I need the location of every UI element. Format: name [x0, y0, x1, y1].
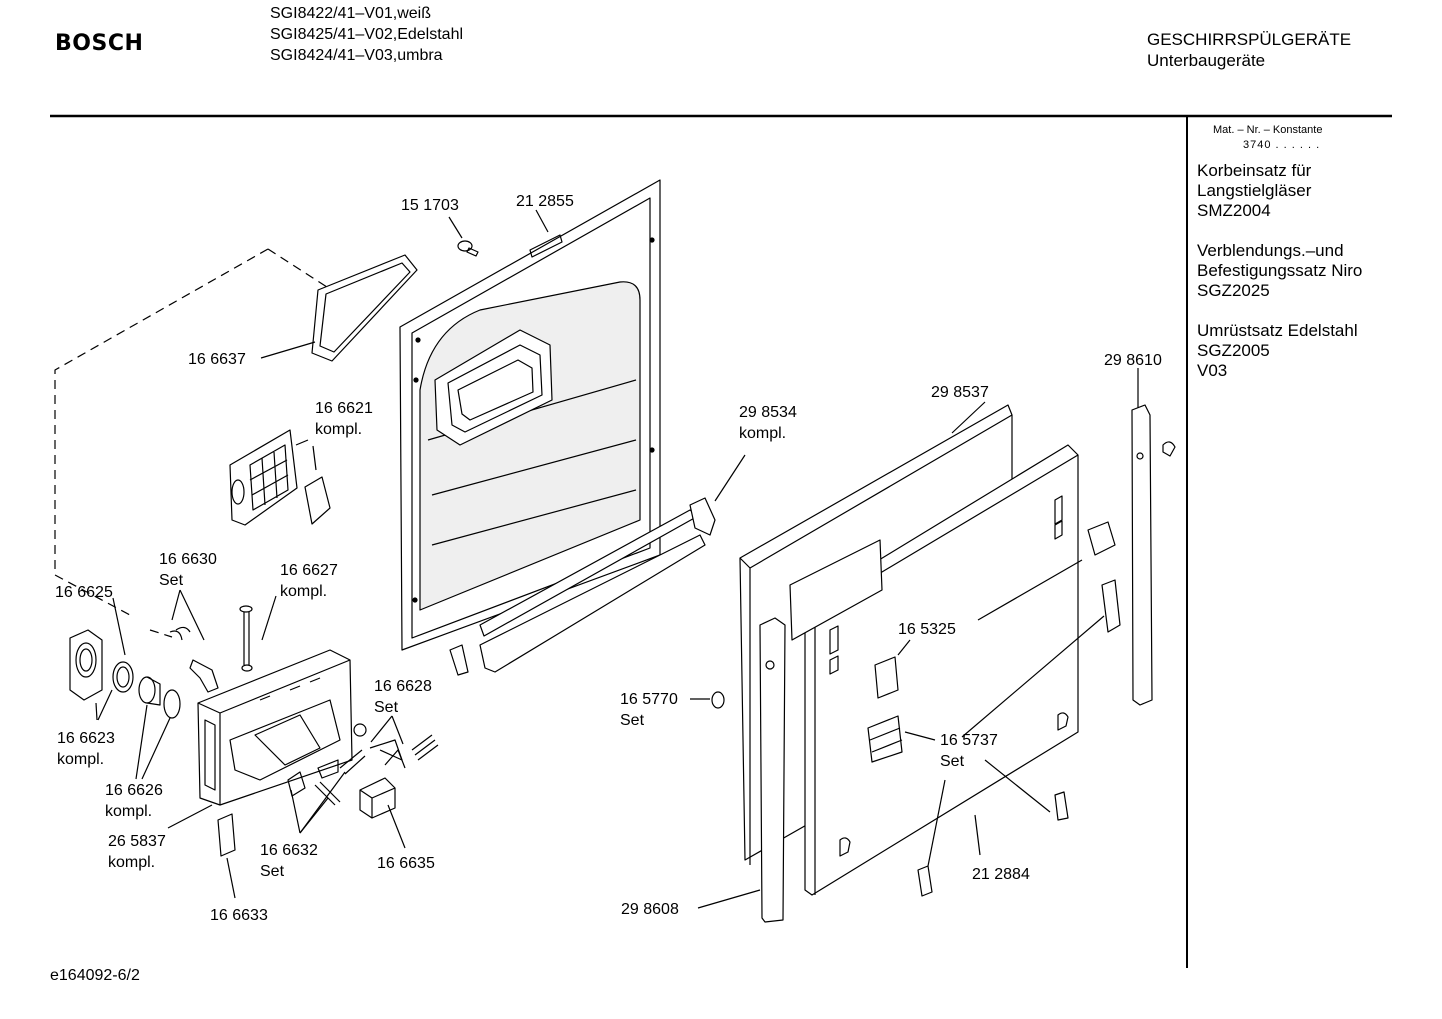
lid-166626 [138, 676, 161, 706]
label-166632: 16 6632 [260, 842, 318, 859]
label-151703: 15 1703 [401, 197, 459, 214]
label-166635: 16 6635 [377, 855, 435, 872]
hinge-165737 [867, 715, 1069, 897]
label-166628-set: Set [374, 699, 399, 716]
ring-166626 [163, 689, 181, 719]
label-265837: 26 5837 [108, 833, 166, 850]
label-298534: 29 8534 [739, 404, 797, 421]
hinge-rail-298534 [449, 497, 716, 676]
accessory-2-line-1: Verblendungs.–und [1197, 241, 1344, 260]
side-strip-298608 [759, 617, 786, 923]
clip-166633 [217, 813, 236, 857]
foot-165770 [711, 691, 725, 709]
label-165770-set: Set [620, 712, 645, 729]
label-165770: 16 5770 [620, 691, 678, 708]
label-166628: 16 6628 [374, 678, 432, 695]
cap-298610 [1162, 441, 1176, 457]
accessory-2: Verblendungs.–und Befestigungssatz Niro … [1197, 241, 1362, 301]
mat-number-value: 3740 . . . . . . [1243, 139, 1321, 151]
label-166626-kompl: kompl. [105, 803, 152, 820]
label-212855: 21 2855 [516, 193, 574, 210]
cover-gasket [304, 476, 331, 525]
label-165325: 16 5325 [898, 621, 956, 638]
label-166621: 16 6621 [315, 400, 373, 417]
dispenser-cap-166625 [69, 629, 103, 701]
side-strip-hole-2 [1136, 452, 1144, 460]
label-212884: 21 2884 [972, 866, 1030, 883]
label-166630-set: Set [159, 572, 184, 589]
dispenser-body-265837 [197, 649, 353, 806]
spring-166630 [169, 626, 191, 641]
gasket-166623 [112, 661, 134, 693]
model-line-3: SGI8424/41–V03,umbra [270, 47, 443, 64]
label-166625: 16 6625 [55, 584, 113, 601]
dispenser-cover-166621 [229, 429, 298, 526]
label-166637: 16 6637 [188, 351, 246, 368]
label-166626: 16 6626 [105, 782, 163, 799]
accessory-3-code: SGZ2005 [1197, 341, 1270, 360]
accessory-3: Umrüstsatz Edelstahl SGZ2005 V03 [1197, 321, 1358, 381]
label-265837-kompl: kompl. [108, 854, 155, 871]
mat-number-header: Mat. – Nr. – Konstante [1213, 124, 1323, 136]
screw-151703 [457, 240, 479, 257]
category-title: GESCHIRRSPÜLGERÄTE [1147, 30, 1352, 49]
side-strip-hole [765, 660, 775, 670]
label-165737-set: Set [940, 753, 965, 770]
label-166632-set: Set [260, 863, 285, 880]
accessory-1-line-1: Korbeinsatz für [1197, 161, 1312, 180]
valve-rod-166627 [239, 605, 253, 672]
accessory-1: Korbeinsatz für Langstielgläser SMZ2004 [1197, 161, 1311, 221]
drawing-id: e164092-6/2 [50, 967, 140, 984]
label-166633: 16 6633 [210, 907, 268, 924]
label-166627: 16 6627 [280, 562, 338, 579]
sensor-parts-166628 [353, 723, 439, 769]
accessory-1-code: SMZ2004 [1197, 201, 1271, 220]
accessory-2-code: SGZ2025 [1197, 281, 1270, 300]
bracket-165325 [874, 521, 1116, 699]
label-166627-kompl: kompl. [280, 583, 327, 600]
accessory-1-line-2: Langstielgläser [1197, 181, 1312, 200]
side-strip-298610 [1131, 404, 1153, 706]
model-line-2: SGI8425/41–V02,Edelstahl [270, 26, 464, 43]
inner-door-panel [399, 179, 661, 651]
bracket-plate [1101, 579, 1121, 633]
gasket-166623-inner [116, 666, 130, 688]
label-166623-kompl: kompl. [57, 751, 104, 768]
label-298537: 29 8537 [931, 384, 989, 401]
accessory-3-variant: V03 [1197, 361, 1228, 380]
label-298608: 29 8608 [621, 901, 679, 918]
leader-lines [95, 209, 1139, 909]
outer-door-212884 [789, 444, 1079, 896]
label-298610: 29 8610 [1104, 352, 1162, 369]
lever-166630 [189, 659, 219, 693]
brand-logo: BOSCH [55, 31, 144, 56]
label-166621-kompl: kompl. [315, 421, 362, 438]
accessory-2-line-2: Befestigungssatz Niro [1197, 261, 1363, 280]
assembly-guide-dashed [54, 248, 331, 638]
accessory-3-line-1: Umrüstsatz Edelstahl [1197, 321, 1358, 340]
model-line-1: SGI8422/41–V01,weiß [270, 5, 431, 22]
label-166623: 16 6623 [57, 730, 115, 747]
switch-166635 [359, 777, 396, 819]
label-298534-kompl: kompl. [739, 425, 786, 442]
label-166630: 16 6630 [159, 551, 217, 568]
category-subtitle: Unterbaugeräte [1147, 51, 1266, 70]
label-165737: 16 5737 [940, 732, 998, 749]
